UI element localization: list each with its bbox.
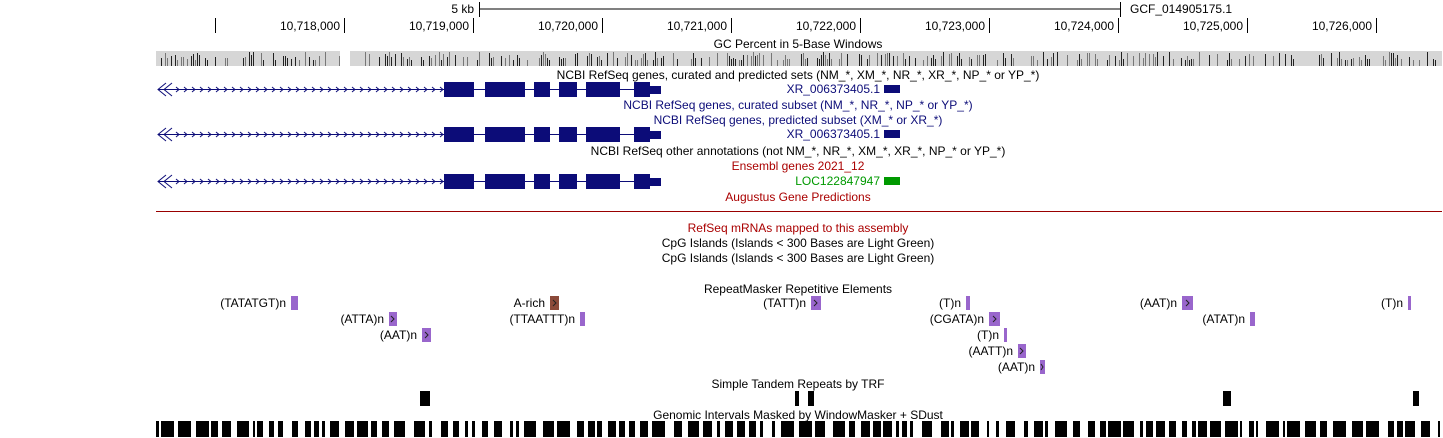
gene-item-label[interactable]: XR_006373405.1 [786, 127, 880, 141]
track-title-refseq-predicted[interactable]: NCBI RefSeq genes, predicted subset (XM_… [653, 113, 943, 127]
repeat-label[interactable]: (T)n [977, 328, 999, 342]
trf-track[interactable] [0, 0, 1443, 410]
repeatmasker-track[interactable] [0, 0, 1443, 380]
track-divider [156, 211, 1442, 212]
gc-percent-track[interactable] [0, 0, 1443, 70]
repeat-label[interactable]: (ATAT)n [1202, 312, 1245, 326]
ruler-ticks [215, 18, 1377, 33]
track-title-cpg-islands[interactable]: CpG Islands (Islands < 300 Bases are Lig… [661, 236, 935, 250]
repeat-label[interactable]: (AAT)n [379, 328, 417, 342]
track-title-ensembl[interactable]: Ensembl genes 2021_12 [731, 159, 865, 173]
ruler-tick-label: 10,719,000 [408, 19, 469, 33]
track-title-repeatmasker[interactable]: RepeatMasker Repetitive Elements [703, 282, 893, 296]
repeat-label[interactable]: (T)n [1381, 296, 1403, 310]
track-title-gc-percent[interactable]: GC Percent in 5-Base Windows [713, 37, 883, 51]
repeat-label[interactable]: (ATTA)n [340, 312, 384, 326]
track-title-refseq-other[interactable]: NCBI RefSeq other annotations (not NM_*,… [590, 144, 1006, 158]
track-title-windowmasker[interactable]: Genomic Intervals Masked by WindowMasker… [653, 408, 943, 422]
ruler-tick-label: 10,726,000 [1311, 19, 1372, 33]
repeat-label[interactable]: (AATT)n [968, 344, 1013, 358]
ruler-tick-label: 10,723,000 [924, 19, 985, 33]
ruler-tick-label: 10,721,000 [666, 19, 727, 33]
gene-item-label[interactable]: LOC122847947 [795, 174, 880, 188]
track-title-refseq-curated[interactable]: NCBI RefSeq genes, curated subset (NM_*,… [623, 98, 973, 112]
repeat-label[interactable]: (CGATA)n [929, 312, 984, 326]
repeat-label[interactable]: (T)n [939, 296, 961, 310]
repeat-label[interactable]: (TTAATTT)n [509, 312, 575, 326]
repeat-label[interactable]: (TATATGT)n [220, 296, 286, 310]
scale-bar-label: 5 kb [451, 2, 474, 16]
ruler-tick-label: 10,718,000 [279, 19, 340, 33]
gene-item-label[interactable]: XR_006373405.1 [786, 82, 880, 96]
ensembl-gene[interactable] [0, 0, 1443, 192]
track-title-cpg-islands[interactable]: CpG Islands (Islands < 300 Bases are Lig… [661, 251, 935, 265]
ruler-tick-label: 10,724,000 [1053, 19, 1114, 33]
refseq-all-gene[interactable] [0, 0, 1443, 100]
track-title-refseq-mrna[interactable]: RefSeq mRNAs mapped to this assembly [687, 221, 909, 235]
track-title-trf[interactable]: Simple Tandem Repeats by TRF [711, 377, 885, 391]
repeat-label[interactable]: (AAT)n [997, 360, 1035, 374]
assembly-label: GCF_014905175.1 [1130, 2, 1233, 16]
track-title-refseq-all[interactable]: NCBI RefSeq genes, curated and predicted… [556, 68, 1040, 82]
scale-bar-lines [479, 2, 1121, 17]
ruler-tick-label: 10,725,000 [1182, 19, 1243, 33]
ruler-tick-label: 10,720,000 [537, 19, 598, 33]
track-title-augustus[interactable]: Augustus Gene Predictions [725, 190, 871, 204]
repeat-label[interactable]: (AAT)n [1139, 296, 1177, 310]
repeat-label[interactable]: A-rich [513, 296, 545, 310]
ruler-tick-label: 10,722,000 [795, 19, 856, 33]
refseq-predicted-gene[interactable] [0, 0, 1443, 145]
repeat-label[interactable]: (TATT)n [763, 296, 806, 310]
